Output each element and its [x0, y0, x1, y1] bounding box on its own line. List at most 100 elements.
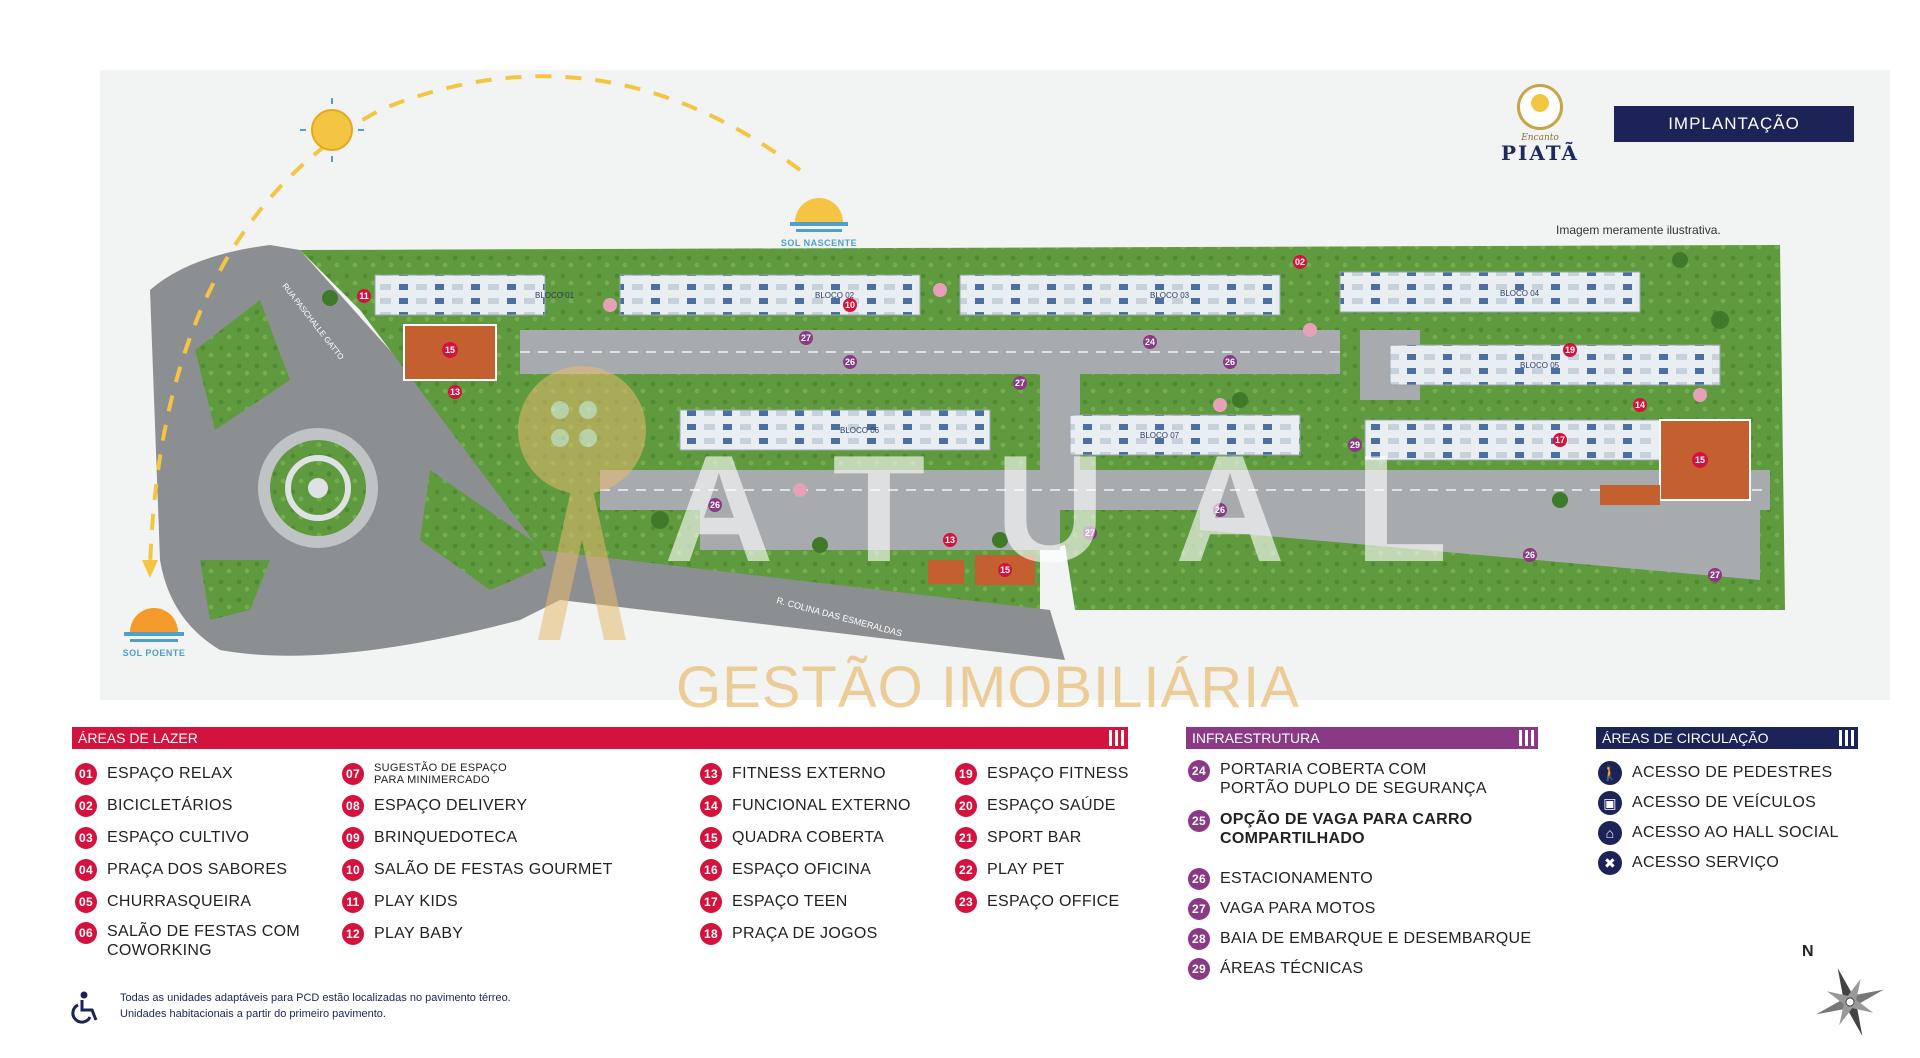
legend-label: SALÃO DE FESTAS GOURMET: [374, 861, 613, 878]
legend-number: 09: [342, 827, 364, 849]
legend-item: ⌂ACESSO AO HALL SOCIAL: [1598, 818, 1878, 848]
sunrise-icon: [790, 198, 848, 232]
legend-label: PRAÇA DE JOGOS: [732, 925, 878, 942]
legend-title: ÁREAS DE LAZER: [78, 730, 198, 746]
svg-text:26: 26: [1225, 357, 1235, 367]
legend-number: 16: [700, 859, 722, 881]
legend-label: BICICLETÁRIOS: [107, 797, 233, 814]
site-plan-map: BLOCO 01 BLOCO 02 BLOCO 03 BLOCO 04 BLOC…: [100, 70, 1890, 700]
legend-label: PRAÇA DOS SABORES: [107, 861, 288, 878]
legend-label-line2: PARA MINIMERCADO: [374, 774, 490, 786]
legend-label: ESPAÇO TEEN: [732, 893, 848, 910]
legend-label: ACESSO DE PEDESTRES: [1632, 764, 1833, 781]
legend-label: CHURRASQUEIRA: [107, 893, 252, 910]
legend-label: FITNESS EXTERNO: [732, 765, 886, 782]
svg-text:02: 02: [1295, 257, 1305, 267]
legend-number: 06: [75, 922, 97, 944]
legend-label: SALÃO DE FESTAS COM: [107, 923, 300, 940]
legend-label: ESPAÇO OFICINA: [732, 861, 872, 878]
legend-label: ESPAÇO DELIVERY: [374, 797, 528, 814]
legend-number: 11: [342, 891, 364, 913]
legend-number: 23: [955, 891, 977, 913]
svg-text:27: 27: [1015, 378, 1025, 388]
compass-rose-icon: N: [1802, 943, 1884, 1036]
svg-text:27: 27: [1085, 528, 1095, 538]
illustrative-note: Imagem meramente ilustrativa.: [1556, 223, 1721, 237]
legend-item: 11 PLAY KIDS: [342, 886, 642, 918]
legend-number: 15: [700, 827, 722, 849]
svg-text:27: 27: [1710, 570, 1720, 580]
legend-title: INFRAESTRUTURA: [1192, 730, 1320, 746]
watermark-text: ATUAL: [664, 424, 1518, 594]
svg-text:15: 15: [1695, 455, 1705, 465]
hall-icon: ⌂: [1598, 821, 1622, 845]
legend-number: 17: [700, 891, 722, 913]
svg-text:24: 24: [1145, 337, 1155, 347]
legend-label: PLAY KIDS: [374, 893, 458, 910]
legend-label: ACESSO SERVIÇO: [1632, 854, 1780, 871]
block-label: BLOCO 02: [815, 291, 855, 300]
legend-item: 02 BICICLETÁRIOS: [75, 790, 335, 822]
svg-text:19: 19: [1565, 345, 1575, 355]
watermark-subtext: GESTÃO IMOBILIÁRIA: [676, 655, 1300, 720]
service-icon: ✖: [1598, 851, 1622, 875]
header-bars: [1519, 730, 1534, 746]
svg-text:26: 26: [845, 357, 855, 367]
block-label: BLOCO 01: [535, 291, 575, 300]
legend-number: 12: [342, 923, 364, 945]
legend-number: 24: [1188, 760, 1210, 782]
legend-header-lazer: ÁREAS DE LAZER: [72, 727, 1128, 749]
brand-subtitle: Encanto: [1521, 133, 1559, 143]
legend-label: QUADRA COBERTA: [732, 829, 885, 846]
svg-text:26: 26: [710, 500, 720, 510]
sunset-icon: [124, 608, 184, 642]
legend-label: PORTARIA COBERTA COM: [1220, 761, 1427, 778]
north-label: N: [1802, 943, 1814, 960]
legend-number: 27: [1188, 898, 1210, 920]
legend-number: 29: [1188, 958, 1210, 980]
footer-note: Todas as unidades adaptáveis para PCD es…: [120, 990, 511, 1022]
svg-text:15: 15: [445, 345, 455, 355]
legend-label: SUGESTÃO DE ESPAÇO: [374, 762, 507, 774]
svg-text:10: 10: [845, 300, 855, 310]
car-icon: ▣: [1598, 791, 1622, 815]
legend-item: 17 ESPAÇO TEEN: [700, 886, 950, 918]
svg-text:11: 11: [359, 291, 369, 301]
legend-label-line2: PORTÃO DUPLO DE SEGURANÇA: [1220, 780, 1487, 797]
legend-item: ✖ ACESSO SERVIÇO: [1598, 848, 1878, 878]
legend-number: 08: [342, 795, 364, 817]
brand-name: PIATÃ: [1500, 141, 1580, 165]
legend-label-line2: COMPARTILHADO: [1220, 830, 1365, 847]
block-label: BLOCO 04: [1500, 289, 1540, 298]
legend-item: 23 ESPAÇO OFFICE: [955, 886, 1135, 918]
legend-column-infra: 24 PORTARIA COBERTA COM PORTÃO DUPLO DE SE…: [1188, 758, 1548, 984]
implantacao-badge: IMPLANTAÇÃO: [1614, 106, 1854, 142]
legend-label: PLAY BABY: [374, 925, 464, 942]
svg-text:13: 13: [450, 387, 460, 397]
svg-text:17: 17: [1555, 435, 1565, 445]
legend-label: ÁREAS TÉCNICAS: [1220, 960, 1364, 977]
legend-item: 15 QUADRA COBERTA: [700, 822, 950, 854]
legend-number: 02: [75, 795, 97, 817]
svg-text:29: 29: [1350, 440, 1360, 450]
sunset-label: SOL POENTE: [122, 648, 186, 658]
block-label: BLOCO 05: [1520, 361, 1560, 370]
legend-label: ESPAÇO OFFICE: [987, 893, 1120, 910]
header-bars: [1109, 730, 1124, 746]
legend-label: ESTACIONAMENTO: [1220, 870, 1373, 887]
svg-text:26: 26: [1215, 505, 1225, 515]
footer-line: Unidades habitacionais a partir do prime…: [120, 1008, 386, 1020]
svg-text:26: 26: [1525, 550, 1535, 560]
